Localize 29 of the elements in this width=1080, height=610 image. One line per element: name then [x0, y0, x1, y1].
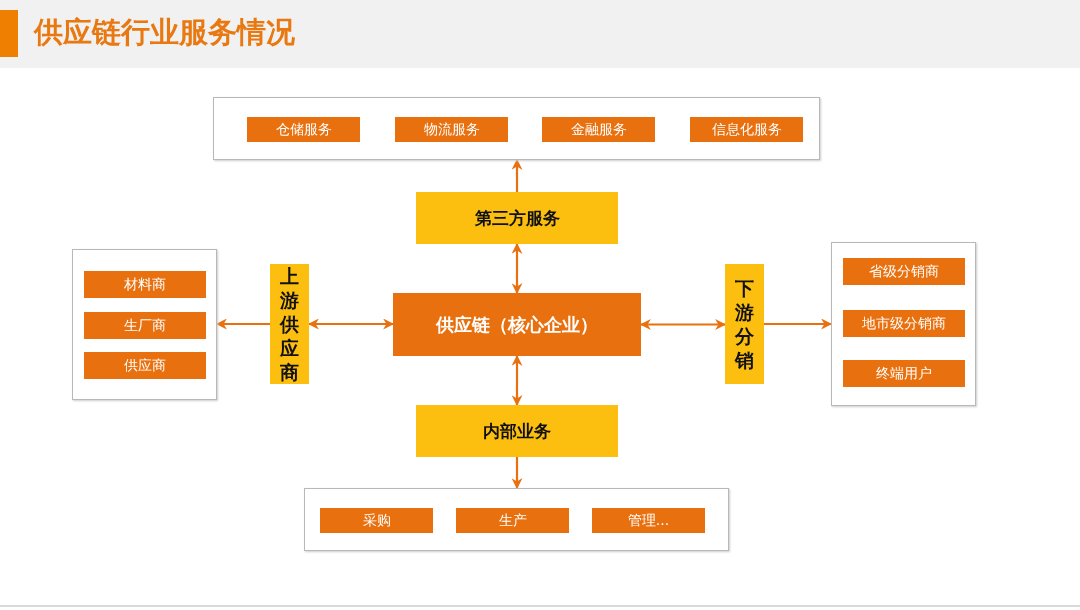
- arrow: [511, 242, 523, 295]
- arrow: [764, 318, 833, 330]
- group-frame: [304, 488, 729, 551]
- category-box: 下游分销: [725, 264, 764, 384]
- supplier-box: 供应商: [84, 352, 206, 379]
- group-frame: [831, 242, 976, 406]
- distributor-box: 终端用户: [843, 360, 965, 387]
- business-box: 管理...: [592, 508, 705, 533]
- service-box: 金融服务: [542, 117, 655, 142]
- arrow: [511, 158, 523, 192]
- arrow: [511, 354, 523, 407]
- business-box: 采购: [320, 508, 433, 533]
- core-box: 供应链（核心企业）: [393, 293, 641, 356]
- title: 供应链行业服务情况: [34, 14, 295, 51]
- supplier-box: 生厂商: [84, 312, 206, 339]
- supplier-box: 材料商: [84, 271, 206, 298]
- service-box: 仓储服务: [247, 117, 360, 142]
- service-box: 物流服务: [395, 117, 508, 142]
- business-box: 生产: [456, 508, 569, 533]
- distributor-box: 省级分销商: [843, 258, 965, 285]
- category-box: 内部业务: [416, 405, 618, 457]
- group-frame: [72, 249, 217, 400]
- group-frame: [213, 97, 820, 160]
- category-box: 第三方服务: [416, 192, 618, 244]
- distributor-box: 地市级分销商: [843, 310, 965, 337]
- arrow: [215, 318, 270, 330]
- service-box: 信息化服务: [690, 117, 803, 142]
- category-box: 上游供应商: [270, 264, 309, 384]
- arrow: [511, 457, 523, 490]
